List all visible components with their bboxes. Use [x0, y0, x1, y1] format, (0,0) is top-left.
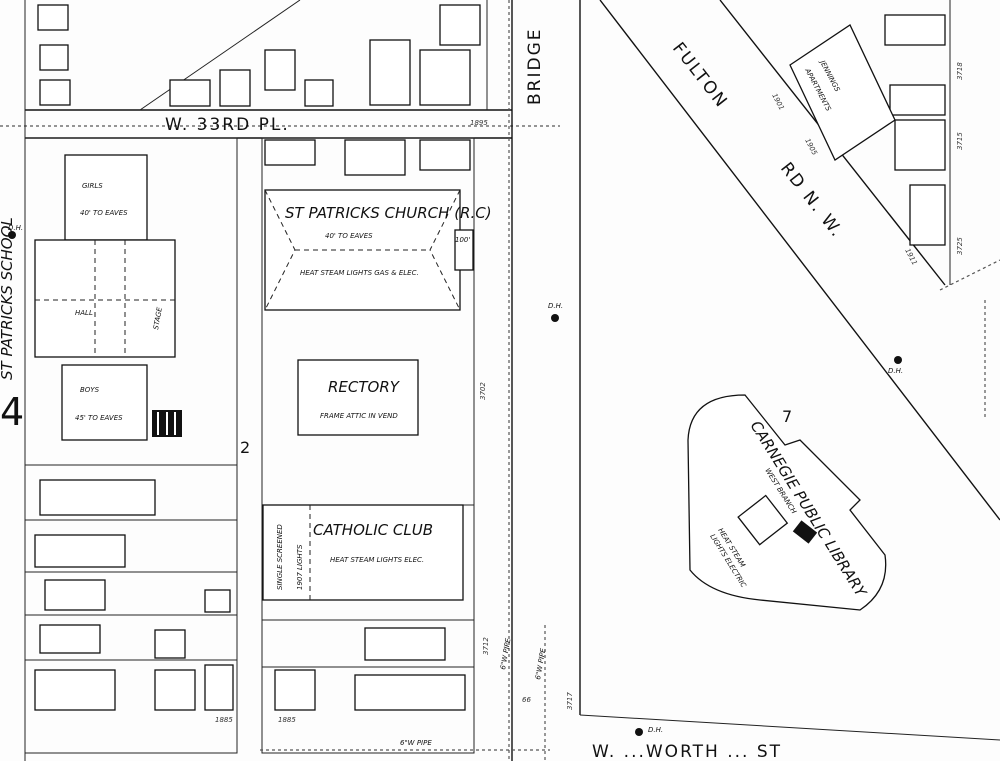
- east-area: JENNINGS APARTMENTS: [579, 0, 1000, 741]
- hydrants: D.H. D.H. D.H. D.H.: [8, 224, 903, 736]
- hydrant-label: D.H.: [648, 726, 663, 734]
- address-label: 1911: [903, 247, 918, 266]
- address-label: 3702: [479, 382, 487, 400]
- school-boys-eaves: 45' TO EAVES: [75, 414, 123, 422]
- address-label: 1905: [803, 137, 819, 157]
- address-label: 3725: [956, 237, 964, 255]
- church-eaves: 40' TO EAVES: [325, 232, 373, 240]
- hydrant-icon: [551, 314, 559, 322]
- church-name: ST PATRICKS CHURCH (R.C): [285, 204, 492, 222]
- school-name: ST PATRICKS SCHOOL: [0, 217, 16, 380]
- street-label-w-33rd: W. 33RD PL.: [165, 115, 290, 135]
- address-label: 3712: [482, 637, 490, 655]
- club-side: SINGLE SCREENED: [276, 524, 284, 590]
- water-pipes: 6"W PIPE 6"W PIPE 6"W PIPE: [260, 0, 550, 761]
- address-label: 1901: [770, 92, 785, 111]
- school-hall-label: HALL: [75, 309, 93, 317]
- block-number-7: 7: [782, 407, 792, 426]
- school-boys-label: BOYS: [80, 386, 100, 394]
- block-number-2: 2: [240, 438, 250, 457]
- address-label: 3715: [956, 132, 964, 150]
- address-label: 66: [522, 696, 531, 704]
- street-label-fulton-rd: RD N. W.: [776, 159, 847, 242]
- street-label-bottom: W. ...WORTH ... ST: [592, 742, 782, 761]
- club-name: CATHOLIC CLUB: [313, 521, 433, 539]
- rectory-name: RECTORY: [328, 378, 401, 396]
- block-number-4: 4: [0, 390, 24, 434]
- rectory-notes: FRAME ATTIC IN VEND: [320, 412, 398, 420]
- pipe-label: 6"W PIPE: [499, 637, 512, 670]
- club-side2: 1907 LIGHTS: [296, 544, 304, 590]
- hydrant-label: D.H.: [8, 224, 23, 232]
- church-number: 100': [455, 236, 470, 244]
- address-label: 1895: [470, 119, 488, 127]
- club-notes: HEAT STEAM LIGHTS ELEC.: [330, 556, 424, 564]
- school-girls-eaves: 40' TO EAVES: [80, 209, 128, 217]
- street-label-bridge: BRIDGE: [525, 28, 545, 106]
- school-stage-label: STAGE: [152, 306, 164, 330]
- address-label: 3717: [566, 692, 574, 710]
- address-label: 3718: [956, 62, 964, 80]
- school-block: GIRLS 40' TO EAVES HALL STAGE BOYS 45' T…: [0, 137, 250, 754]
- carnegie-library: 7 CARNEGIE PUBLIC LIBRARY WEST BRANCH HE…: [687, 394, 887, 611]
- church-block: ST PATRICKS CHURCH (R.C) 40' TO EAVES HE…: [261, 137, 492, 754]
- address-label: 1885: [278, 716, 296, 724]
- pipe-label: 6"W PIPE: [400, 739, 432, 747]
- school-girls-label: GIRLS: [82, 182, 103, 190]
- address-label: 1885: [215, 716, 233, 724]
- street-bridge: BRIDGE: [511, 0, 581, 761]
- hydrant-icon: [894, 356, 902, 364]
- hydrant-label: D.H.: [548, 302, 563, 310]
- hydrant-icon: [8, 231, 16, 239]
- hydrant-icon: [635, 728, 643, 736]
- hydrant-label: D.H.: [888, 367, 903, 375]
- church-notes: HEAT STEAM LIGHTS GAS & ELEC.: [300, 269, 419, 277]
- top-left-block: [24, 0, 488, 761]
